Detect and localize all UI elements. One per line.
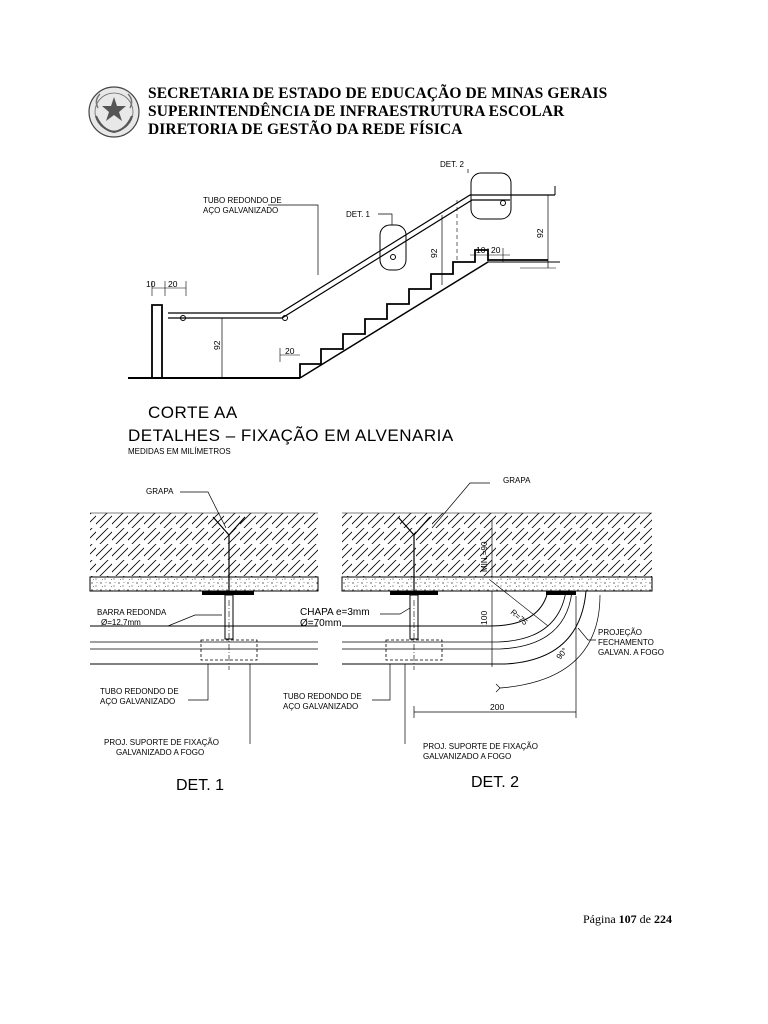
det1-proj-line1: PROJ. SUPORTE DE FIXAÇÃO [104, 738, 219, 747]
det1-barra-line2: Ø=12,7mm [101, 618, 141, 627]
det1-tubo-line2: AÇO GALVANIZADO [100, 697, 175, 706]
det1-tubo-line1: TUBO REDONDO DE [100, 687, 179, 696]
dim-92-mid: 92 [429, 248, 439, 258]
dim-right-10: 10 [476, 245, 486, 255]
page-number: Página 107 de 224 [583, 912, 672, 927]
header-line-secretaria: SECRETARIA DE ESTADO DE EDUCAÇÃO DE MINA… [148, 85, 608, 102]
state-seal-icon [88, 86, 140, 138]
det2-label: DET. 2 [471, 774, 519, 791]
page-prefix: Página [583, 912, 616, 926]
title-medidas: MEDIDAS EM MILÍMETROS [128, 447, 231, 456]
dim-92-right: 92 [535, 228, 545, 238]
det1-grapa: GRAPA [146, 487, 174, 496]
det2-chapa-line1: CHAPA e=3mm [300, 607, 370, 618]
tube-label-line1: TUBO REDONDO DE [203, 196, 282, 205]
dim-step-20: 20 [285, 346, 295, 356]
det2-chapa-line2: Ø=70mm [300, 618, 341, 629]
header-line-diretoria: DIRETORIA DE GESTÃO DA REDE FÍSICA [148, 121, 463, 138]
detail-1-drawing [89, 491, 319, 744]
dim-left-20: 20 [168, 279, 178, 289]
det2-dim100: 100 [479, 611, 489, 625]
det1-proj-line2: GALVANIZADO A FOGO [116, 748, 204, 757]
det2-tubo-line1: TUBO REDONDO DE [283, 692, 362, 701]
detail-2-drawing [341, 482, 653, 744]
det2-grapa: GRAPA [503, 476, 531, 485]
dim-left-10: 10 [146, 279, 156, 289]
det1-barra-line1: BARRA REDONDA [97, 608, 167, 617]
det2-min90: MIN.=90 [480, 541, 489, 572]
document-header: SECRETARIA DE ESTADO DE EDUCAÇÃO DE MINA… [88, 82, 688, 138]
det2-projecao-line2: FECHAMENTO [598, 638, 654, 647]
det2-tubo-line2: AÇO GALVANIZADO [283, 702, 358, 711]
det2-dim200: 200 [490, 702, 504, 712]
stair-section [128, 169, 560, 379]
det2-projecao-line3: GALVAN. A FOGO [598, 648, 664, 657]
title-detalhes: DETALHES – FIXAÇÃO EM ALVENARIA [128, 426, 454, 445]
tube-label-line2: AÇO GALVANIZADO [203, 206, 278, 215]
det2-proj-line2: GALVANIZADO A FOGO [423, 752, 511, 761]
det1-callout: DET. 1 [346, 210, 371, 219]
det2-callout: DET. 2 [440, 160, 465, 169]
det2-proj-line1: PROJ. SUPORTE DE FIXAÇÃO [423, 742, 538, 751]
title-corte: CORTE AA [148, 403, 238, 422]
dim-92-left: 92 [212, 340, 222, 350]
det1-label: DET. 1 [176, 777, 224, 794]
header-line-superintendencia: SUPERINTENDÊNCIA DE INFRAESTRUTURA ESCOL… [148, 103, 565, 120]
det2-projecao-line1: PROJEÇÃO [598, 628, 642, 637]
page-current: 107 [618, 912, 637, 926]
dim-right-20: 20 [491, 245, 501, 255]
page-middle: de [639, 912, 651, 926]
page-total: 224 [654, 912, 672, 926]
